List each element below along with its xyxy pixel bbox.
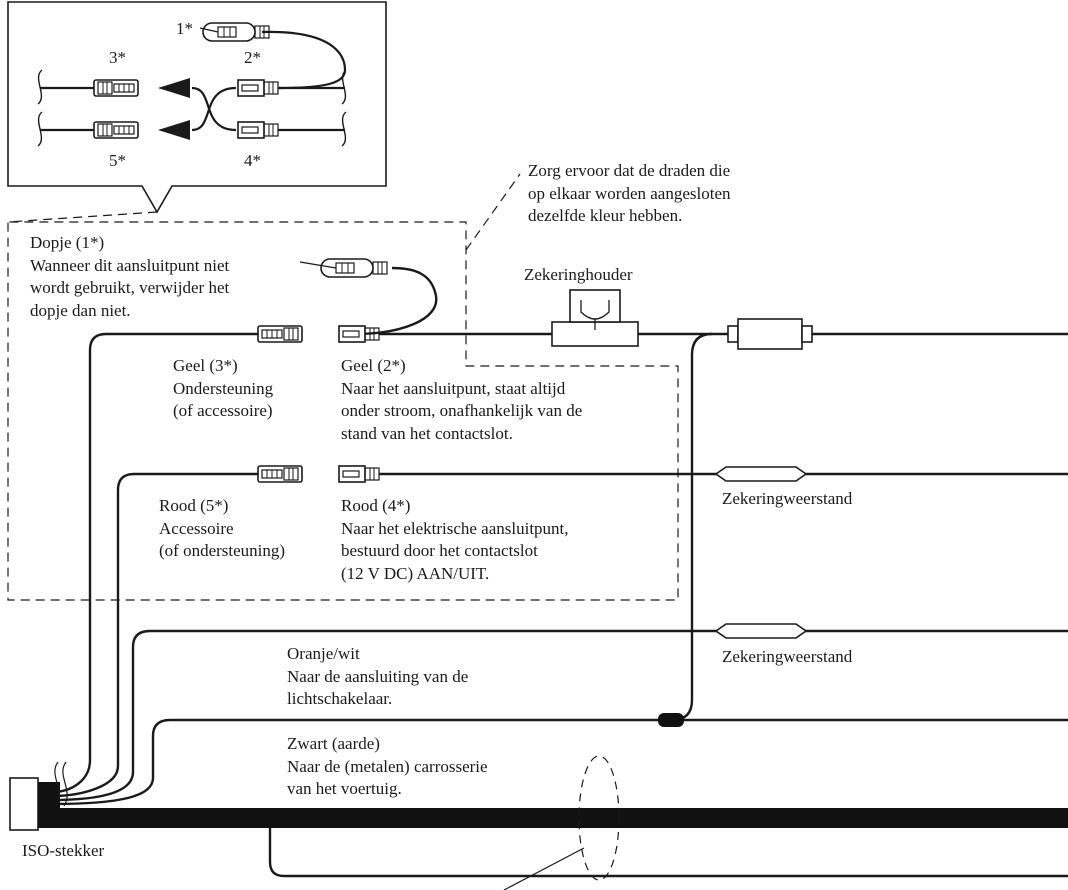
iso-connector-label: ISO-stekker: [22, 841, 105, 860]
inline-fuse: [727, 318, 813, 350]
inset-connector-5: [93, 121, 139, 139]
red-4-connector: [338, 465, 380, 483]
inset-box: [7, 1, 387, 214]
yellow-2-label: Geel (2*) Naar het aansluitpunt, staat a…: [341, 356, 583, 443]
cap-leader: [299, 261, 337, 269]
black-ground-label: Zwart (aarde) Naar de (metalen) carrosse…: [287, 734, 488, 798]
yellow-3-connector: [257, 325, 303, 343]
fuse-resistor-2-label: Zekeringweerstand: [722, 647, 853, 666]
inset-marker-1: 1*: [176, 19, 193, 38]
inset-marker-4: 4*: [244, 151, 261, 170]
black-ground-wire: [34, 782, 1068, 828]
dashed-region: [7, 173, 679, 601]
inset-arrows: [158, 78, 190, 140]
fuse-resistor-1-label: Zekeringweerstand: [722, 489, 853, 508]
fuse-resistor-2: [714, 623, 808, 639]
note-same-color: Zorg ervoor dat de draden die op elkaar …: [528, 161, 731, 225]
red-4-label: Rood (4*) Naar het elektrische aansluitp…: [341, 496, 569, 583]
inset-connector-3: [93, 79, 139, 97]
fuse-resistor-1: [714, 466, 808, 482]
yellow-3-label: Geel (3*) Ondersteuning (of accessoire): [173, 356, 274, 420]
ground-splice: [658, 713, 684, 727]
red-5-connector: [257, 465, 303, 483]
orange-white-label: Oranje/wit Naar de aansluiting van de li…: [287, 644, 469, 708]
iso-connector: [9, 777, 39, 831]
inset-marker-3: 3*: [109, 48, 126, 67]
cap-connector: [320, 258, 388, 278]
bundle-highlight: [503, 755, 620, 890]
fuse-holder: [551, 289, 639, 347]
cap-label: Dopje (1*) Wanneer dit aansluitpunt niet…: [30, 233, 230, 320]
fuse-holder-label: Zekeringhouder: [524, 265, 633, 284]
red-5-label: Rood (5*) Accessoire (of ondersteuning): [159, 496, 286, 560]
inset-marker-1-leader: [199, 27, 219, 33]
inset-wire-breaks: [37, 69, 347, 147]
wire-bundle-breaks: [54, 761, 68, 807]
inset-marker-5: 5*: [109, 151, 126, 170]
inset-marker-2: 2*: [244, 48, 261, 67]
